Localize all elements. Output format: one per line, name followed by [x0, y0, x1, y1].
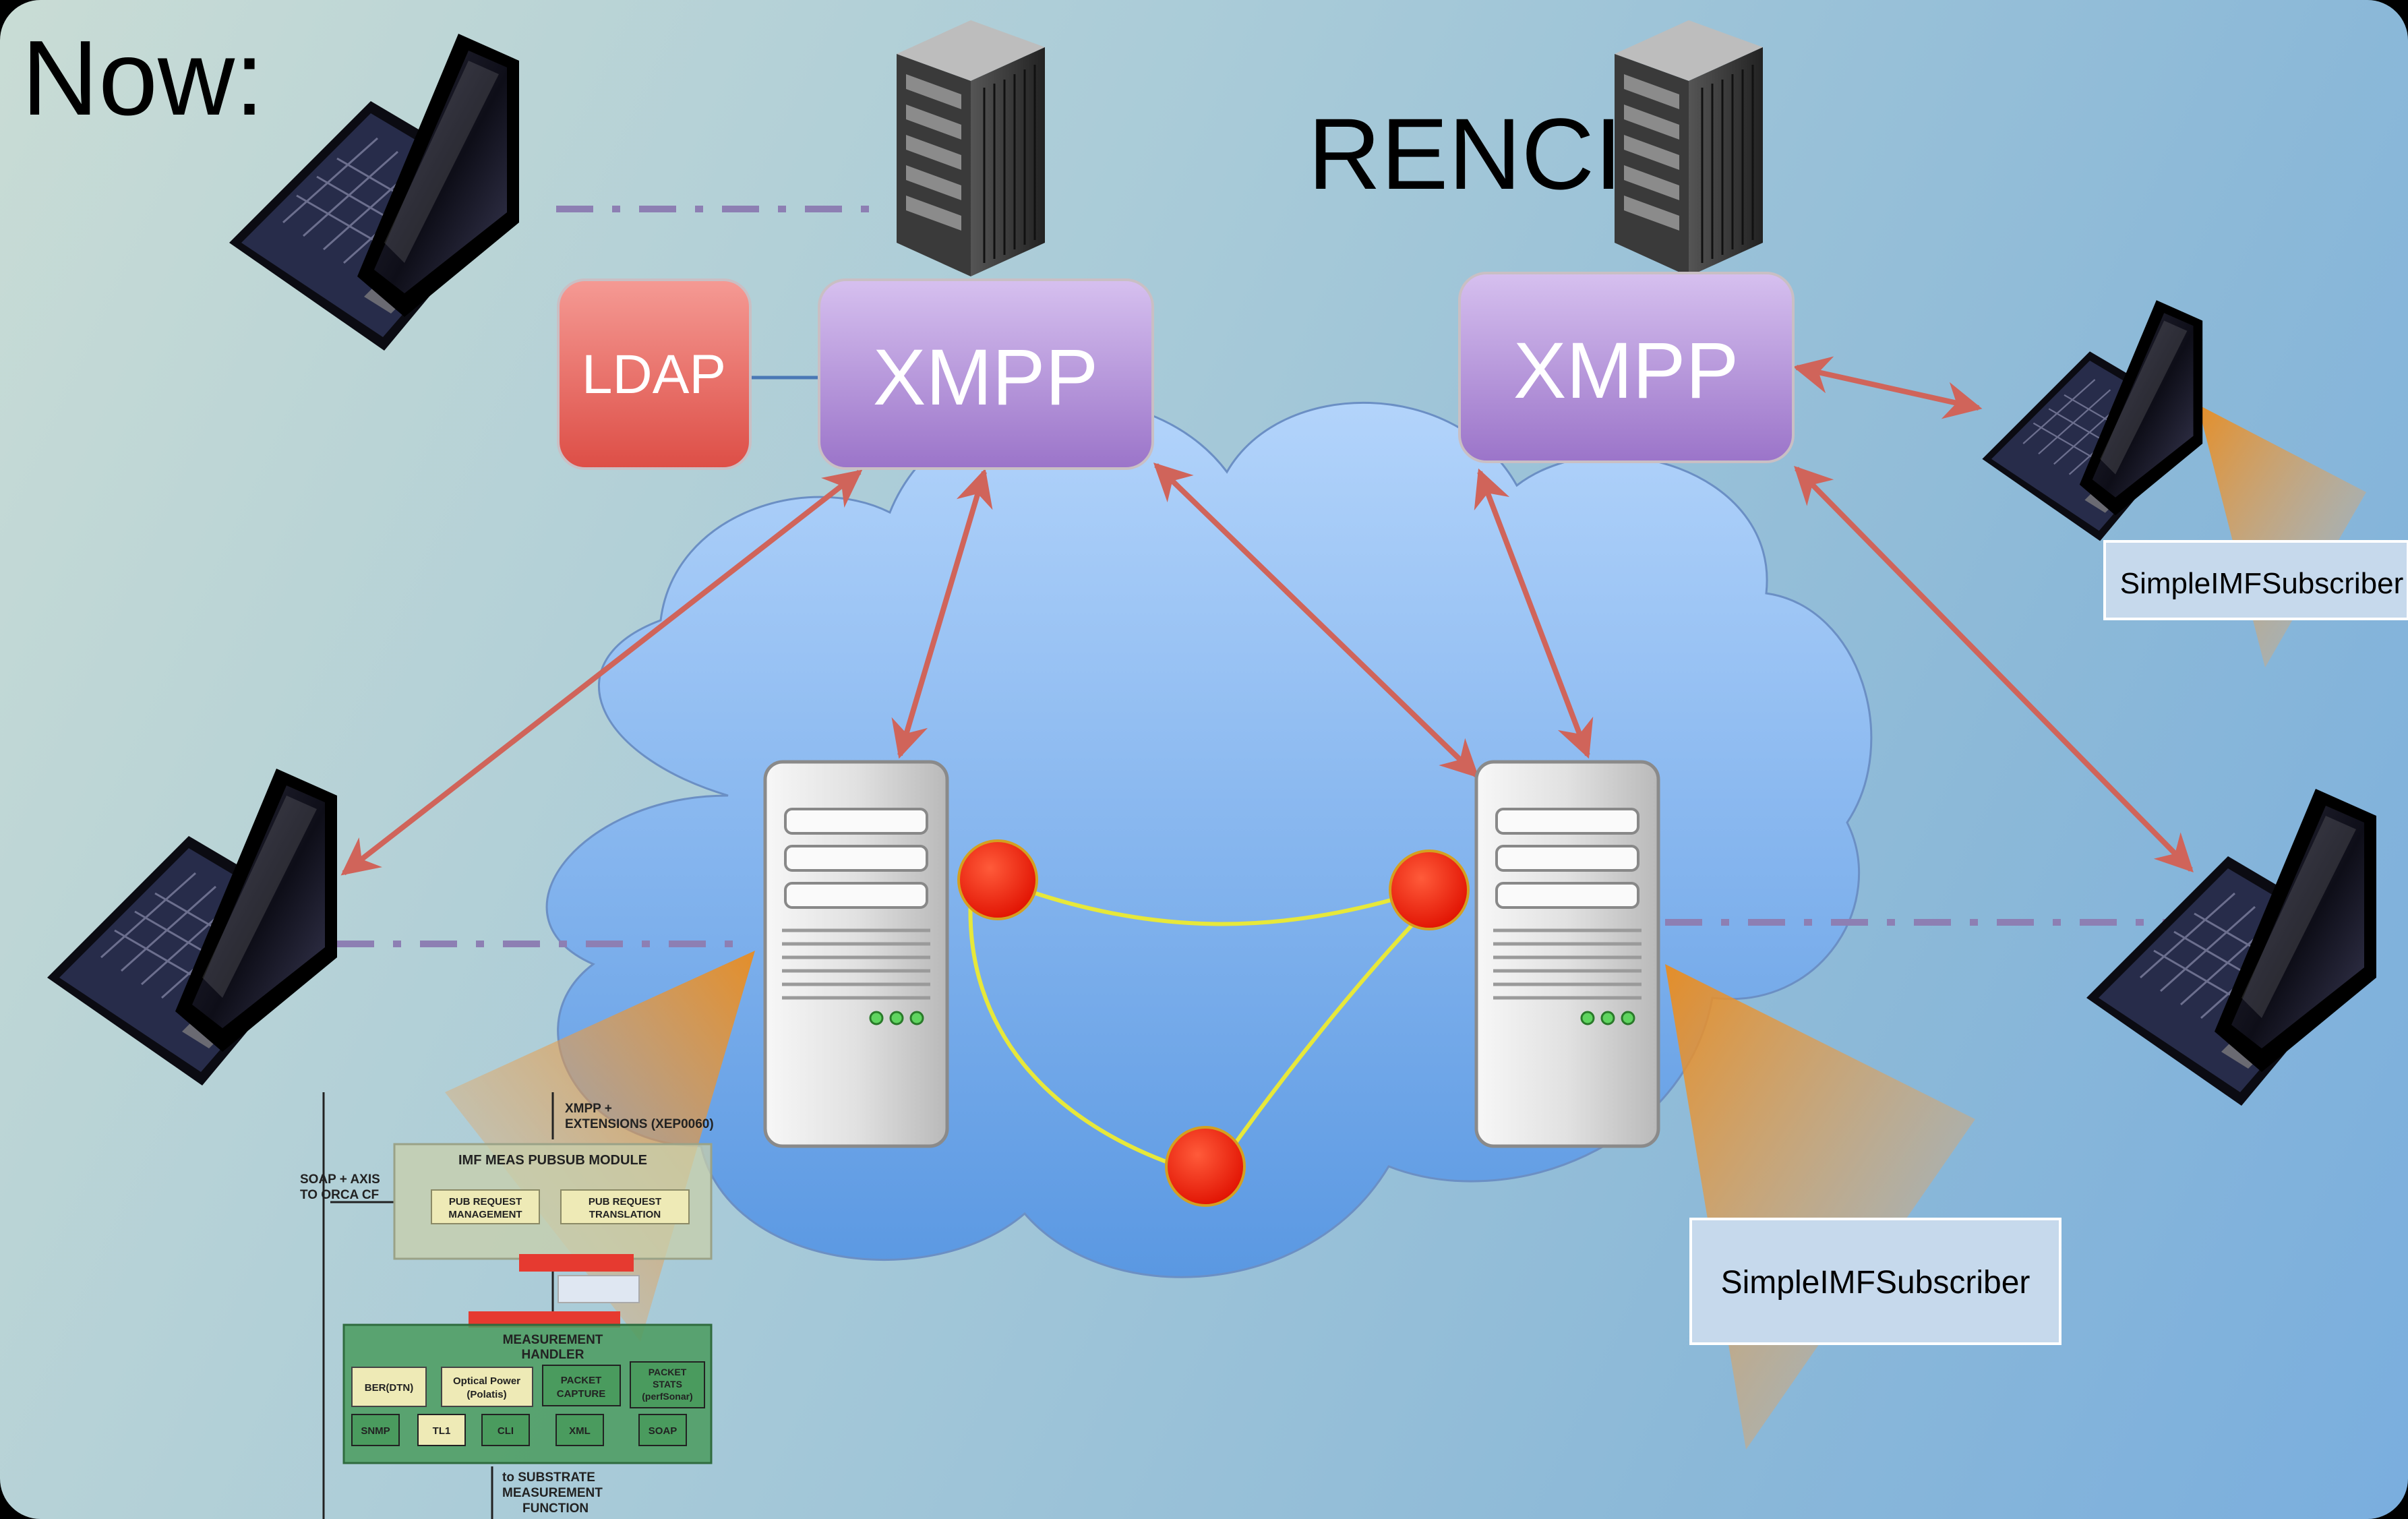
- renci-label: RENCI: [1308, 97, 1623, 210]
- arrow-xmpp-tower-left: [891, 468, 993, 759]
- soap-axis-label: TO ORCA CF: [300, 1188, 379, 1202]
- substrate-label: FUNCTION: [522, 1501, 589, 1516]
- link-r1-r3: [968, 896, 1171, 1165]
- tl1-label: TL1: [433, 1425, 451, 1437]
- xmpp-ext-label: XMPP +: [565, 1102, 612, 1116]
- packet-stats-label: (perfSonar): [642, 1391, 692, 1402]
- optical-label: Optical Power: [453, 1375, 520, 1387]
- laptop-icon: [1981, 299, 2204, 542]
- packet-capture-label: PACKET: [561, 1375, 602, 1386]
- arrow-xmpp-laptop-left: [340, 469, 863, 876]
- ber-label: BER(DTN): [365, 1382, 414, 1394]
- substrate-label: to SUBSTRATE: [502, 1470, 595, 1485]
- pubsub-title: IMF MEAS PUBSUB MODULE: [458, 1153, 647, 1168]
- xmpp-left-label: XMPP: [873, 333, 1098, 422]
- arrow-renci-laptop-bottom: [1794, 466, 2194, 872]
- imf-module-diagram: XMPP + EXTENSIONS (XEP0060) SOAP + AXIS …: [300, 1092, 714, 1519]
- pub-request-trans-label: TRANSLATION: [589, 1209, 661, 1220]
- tower-server-right-icon: [1476, 762, 1658, 1146]
- xmpp-left-node: XMPP: [818, 278, 1154, 470]
- slide-heading: Now:: [22, 19, 264, 138]
- router-node: [1389, 850, 1470, 930]
- xmpp-ext-label: EXTENSIONS (XEP0060): [565, 1117, 714, 1131]
- subscriber-box-bottom: SimpleIMFSubscriber: [1689, 1218, 2061, 1345]
- packet-stats-label: STATS: [653, 1379, 682, 1390]
- cli-label: CLI: [498, 1425, 514, 1437]
- optical-label: (Polatis): [466, 1389, 506, 1400]
- router-node: [957, 839, 1038, 920]
- substrate-label: MEASUREMENT: [502, 1486, 603, 1500]
- subscriber-box-top: SimpleIMFSubscriber: [2103, 540, 2408, 620]
- ldap-label: LDAP: [582, 344, 726, 405]
- pub-request-mgmt-label: PUB REQUEST: [449, 1196, 522, 1208]
- arrow-renci-tower-right: [1474, 468, 1594, 759]
- pub-request-mgmt-label: MANAGEMENT: [448, 1209, 522, 1220]
- soap-label: SOAP: [649, 1425, 678, 1437]
- laptop-icon: [46, 767, 338, 1087]
- packet-capture-label: CAPTURE: [557, 1388, 606, 1400]
- tower-server-left-icon: [765, 762, 947, 1146]
- rack-server-icon: [1613, 19, 1764, 278]
- xmpp-right-node: XMPP: [1458, 272, 1795, 463]
- beam-top-right: [2198, 405, 2366, 667]
- subscriber-label: SimpleIMFSubscriber: [2120, 567, 2404, 600]
- xml-label: XML: [569, 1425, 591, 1437]
- laptop-icon: [228, 32, 520, 352]
- laptop-icon: [2085, 787, 2378, 1107]
- packet-stats-label: PACKET: [649, 1367, 687, 1377]
- link-r1-r2: [996, 878, 1430, 926]
- arrow-renci-laptop-top: [1793, 356, 1983, 419]
- link-r2-r3: [1222, 905, 1431, 1161]
- rack-server-icon: [895, 19, 1046, 278]
- router-node: [1165, 1126, 1246, 1207]
- arrow-xmpp-tower-right: [1153, 463, 1480, 778]
- subscriber-label: SimpleIMFSubscriber: [1721, 1265, 2030, 1301]
- beam-right: [1665, 964, 1975, 1450]
- pub-request-trans-label: PUB REQUEST: [589, 1196, 661, 1208]
- xmpp-right-label: XMPP: [1513, 326, 1739, 415]
- handler-title: HANDLER: [522, 1348, 584, 1362]
- soap-axis-label: SOAP + AXIS: [300, 1172, 380, 1187]
- snmp-label: SNMP: [361, 1425, 390, 1437]
- ldap-node: LDAP: [557, 278, 752, 470]
- handler-title: MEASUREMENT: [503, 1333, 603, 1347]
